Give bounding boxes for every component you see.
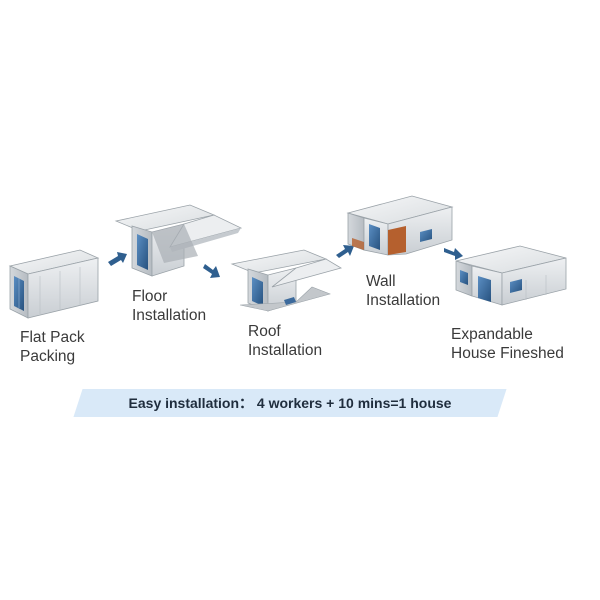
arrow-icon (336, 245, 354, 258)
arrow-icon (444, 248, 463, 260)
step-label-wall: Wall Installation (366, 272, 440, 310)
step-label-line2: Installation (132, 307, 207, 324)
step-label-line2: Installation (366, 292, 441, 309)
step-label-line1: Expandable (451, 326, 533, 343)
info-banner-text: Easy installation： 4 workers + 10 mins=1… (128, 395, 452, 411)
step-label-expandable: Expandable House Fineshed (451, 325, 564, 363)
arrow-icon (108, 252, 127, 266)
roof-installation-image (230, 249, 343, 312)
wall-installation-image (346, 195, 454, 256)
step-label-line1: Flat Pack (20, 329, 85, 346)
step-label-floor: Floor Installation (132, 287, 206, 325)
step-label-line2: Installation (248, 342, 323, 359)
floor-installation-image (114, 204, 243, 277)
step-label-line2: House Fineshed (451, 345, 564, 362)
step-label-line1: Roof (248, 323, 281, 340)
step-label-roof: Roof Installation (248, 322, 322, 360)
expandable-house-image (455, 245, 567, 306)
flat-pack-container-image (8, 249, 100, 319)
step-label-line2: Packing (20, 348, 76, 365)
step-label-line1: Floor (132, 288, 168, 305)
step-label-line1: Wall (366, 273, 396, 290)
step-label-flat-pack: Flat Pack Packing (20, 328, 85, 366)
arrow-icon (203, 264, 220, 278)
